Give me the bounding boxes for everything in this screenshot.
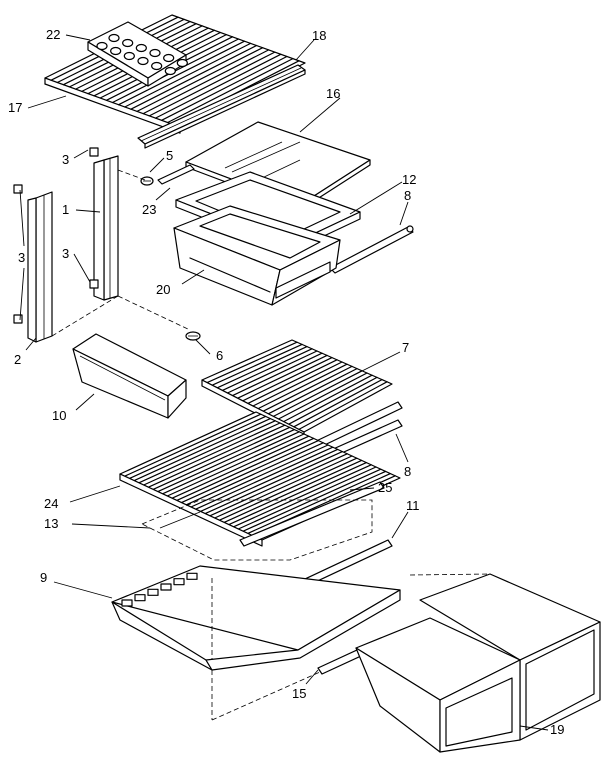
ice-cell bbox=[163, 53, 175, 63]
tray-slot bbox=[147, 588, 159, 596]
drawer-19 bbox=[355, 573, 601, 753]
callout-12: 12 bbox=[402, 172, 416, 187]
callout-23: 23 bbox=[142, 202, 156, 217]
rod-8-upper bbox=[329, 225, 414, 274]
callout-20: 20 bbox=[156, 282, 170, 297]
rod-23 bbox=[157, 164, 195, 185]
rail-18 bbox=[137, 64, 306, 149]
ice-tray-22 bbox=[87, 21, 188, 87]
callout-3b: 3 bbox=[18, 250, 25, 265]
channel-dashed-guide bbox=[51, 295, 119, 337]
wire-shelf-17 bbox=[44, 14, 306, 134]
leader-lines bbox=[19, 34, 549, 731]
tray-slot bbox=[173, 578, 185, 586]
callout-3c: 3 bbox=[62, 246, 69, 261]
callout-15: 15 bbox=[292, 686, 306, 701]
clips-3 bbox=[13, 147, 99, 324]
shelf-24 bbox=[119, 411, 401, 547]
channel-2 bbox=[27, 191, 53, 343]
channel-1 bbox=[93, 155, 119, 301]
screw-dashed-guide bbox=[117, 295, 191, 331]
screw-6 bbox=[185, 331, 201, 341]
glass-13 bbox=[141, 499, 373, 561]
ice-cell bbox=[137, 56, 149, 66]
ice-cell bbox=[135, 43, 147, 53]
callout-11: 11 bbox=[406, 498, 420, 513]
callout-3a: 3 bbox=[62, 152, 69, 167]
callout-9: 9 bbox=[40, 570, 47, 585]
ice-cell bbox=[96, 41, 108, 51]
tray-9 bbox=[111, 565, 401, 720]
tray-slot bbox=[186, 572, 198, 580]
callout-16: 16 bbox=[326, 86, 340, 101]
bin-10 bbox=[72, 333, 187, 419]
callout-13: 13 bbox=[44, 516, 58, 531]
ice-cell bbox=[149, 48, 161, 58]
callout-17: 17 bbox=[8, 100, 22, 115]
ice-cell bbox=[108, 33, 120, 43]
callout-6: 6 bbox=[216, 348, 223, 363]
callout-18: 18 bbox=[312, 28, 326, 43]
tray-slot bbox=[121, 599, 133, 607]
ice-cell bbox=[123, 51, 135, 61]
ice-cell bbox=[151, 61, 163, 71]
ice-cell bbox=[176, 58, 188, 68]
callout-24: 24 bbox=[44, 496, 58, 511]
callouts: 22 18 17 16 5 3 3 3 23 12 8 1 20 2 6 7 1… bbox=[8, 27, 564, 737]
callout-5: 5 bbox=[166, 148, 173, 163]
callout-19: 19 bbox=[550, 722, 564, 737]
ice-cell bbox=[164, 66, 176, 76]
callout-22: 22 bbox=[46, 27, 60, 42]
drawer-20 bbox=[173, 205, 341, 306]
callout-8a: 8 bbox=[404, 188, 411, 203]
ice-cell bbox=[110, 46, 122, 56]
callout-25: 25 bbox=[378, 480, 392, 495]
callout-2: 2 bbox=[14, 352, 21, 367]
tray-slot bbox=[134, 594, 146, 602]
screw-5 bbox=[140, 176, 154, 186]
callout-8b: 8 bbox=[404, 464, 411, 479]
callout-1: 1 bbox=[62, 202, 69, 217]
callout-7: 7 bbox=[402, 340, 409, 355]
callout-10: 10 bbox=[52, 408, 66, 423]
rail-25 bbox=[239, 481, 385, 547]
tray-slot bbox=[160, 583, 172, 591]
screw5-dashed-guide bbox=[117, 169, 146, 181]
ice-cell bbox=[122, 38, 134, 48]
